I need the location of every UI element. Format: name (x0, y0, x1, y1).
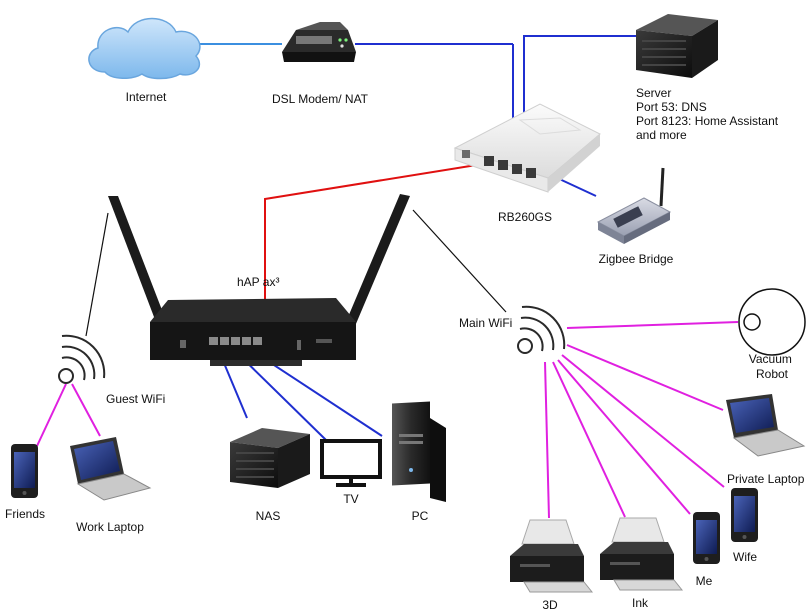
wifi-link-ink (552, 361, 626, 518)
wifi-link-private-laptop (566, 344, 724, 411)
pc-label: PC (412, 509, 429, 523)
zigbee-node[interactable]: Zigbee Bridge (596, 167, 674, 266)
router-node[interactable]: hAP ax³ (108, 194, 410, 366)
phone-icon (11, 444, 38, 498)
zigbee-bridge-icon (596, 167, 672, 244)
switch-node[interactable]: RB260GS (453, 103, 601, 224)
pc-tower-icon (392, 401, 446, 502)
switch-label: RB260GS (498, 210, 552, 224)
router-label: hAP ax³ (237, 275, 279, 289)
server-port-homeassistant: Port 8123: Home Assistant (636, 114, 779, 128)
zigbee-label: Zigbee Bridge (599, 252, 674, 266)
vacuum-robot-icon (738, 288, 806, 356)
server-icon (636, 14, 718, 78)
nas-icon (230, 428, 310, 488)
cloud-icon (88, 17, 201, 80)
link-router-switch (264, 161, 496, 344)
guest-wifi-node[interactable]: Guest WiFi (58, 334, 165, 406)
tv-node[interactable]: TV (320, 439, 382, 506)
switch-icon (453, 103, 601, 193)
wifi-link-3d (544, 361, 550, 519)
wifi-icon (517, 305, 566, 354)
friends-node[interactable]: Friends (5, 444, 45, 521)
printer-icon (600, 517, 684, 591)
wifi-link-wife (561, 354, 725, 488)
vacuum-label-line2: Robot (756, 367, 789, 381)
printer-icon (510, 519, 594, 593)
server-port-dns: Port 53: DNS (636, 100, 707, 114)
vacuum-node[interactable]: Vacuum Robot (738, 288, 806, 381)
main-wifi-label: Main WiFi (459, 316, 512, 330)
wifi-link-work-laptop (71, 383, 101, 437)
laptop-icon (726, 394, 806, 457)
router-ports (209, 337, 262, 345)
phone-icon (693, 512, 720, 564)
router-icon (108, 194, 410, 366)
link-antenna-mainwifi (412, 209, 507, 313)
link-antenna-guestwifi (85, 212, 109, 337)
friends-label: Friends (5, 507, 45, 521)
pc-node[interactable]: PC (392, 401, 446, 523)
printer-ink-label: Ink (632, 596, 649, 610)
wife-label: Wife (733, 550, 757, 564)
private-laptop-node[interactable]: Private Laptop (726, 394, 806, 486)
printer-ink-node[interactable]: Ink (600, 517, 684, 610)
wifi-link-vacuum (566, 321, 739, 329)
server-title: Server (636, 86, 671, 100)
nas-label: NAS (256, 509, 281, 523)
laptop-icon (70, 437, 152, 501)
internet-node[interactable]: Internet (88, 17, 201, 105)
printer-3d-node[interactable]: 3D (510, 519, 594, 612)
tv-icon (320, 439, 382, 487)
internet-label: Internet (126, 90, 167, 104)
dsl-modem-node[interactable]: DSL Modem/ NAT (272, 22, 369, 106)
server-node[interactable]: Server Port 53: DNS Port 8123: Home Assi… (636, 14, 781, 142)
nas-node[interactable]: NAS (230, 428, 310, 523)
phone-icon (731, 488, 758, 542)
server-more: and more (636, 128, 687, 142)
vacuum-label: Vacuum Robot (749, 352, 795, 381)
modem-icon (282, 22, 356, 62)
wife-node[interactable]: Wife (731, 488, 758, 564)
connections (36, 35, 739, 519)
server-description: Server Port 53: DNS Port 8123: Home Assi… (636, 86, 781, 142)
me-node[interactable]: Me (693, 512, 720, 588)
vacuum-label-line1: Vacuum (749, 352, 792, 366)
guest-wifi-label: Guest WiFi (106, 392, 165, 406)
me-label: Me (696, 574, 713, 588)
work-laptop-label: Work Laptop (76, 520, 144, 534)
work-laptop-node[interactable]: Work Laptop (70, 437, 152, 534)
private-laptop-label: Private Laptop (727, 472, 805, 486)
wifi-links (36, 321, 739, 519)
dsl-modem-label: DSL Modem/ NAT (272, 92, 369, 106)
wifi-link-me (557, 359, 691, 515)
wifi-icon (58, 334, 106, 384)
wifi-link-friends (36, 383, 67, 447)
printer-3d-label: 3D (542, 598, 558, 612)
main-wifi-node[interactable]: Main WiFi (459, 305, 566, 354)
tv-label: TV (343, 492, 358, 506)
